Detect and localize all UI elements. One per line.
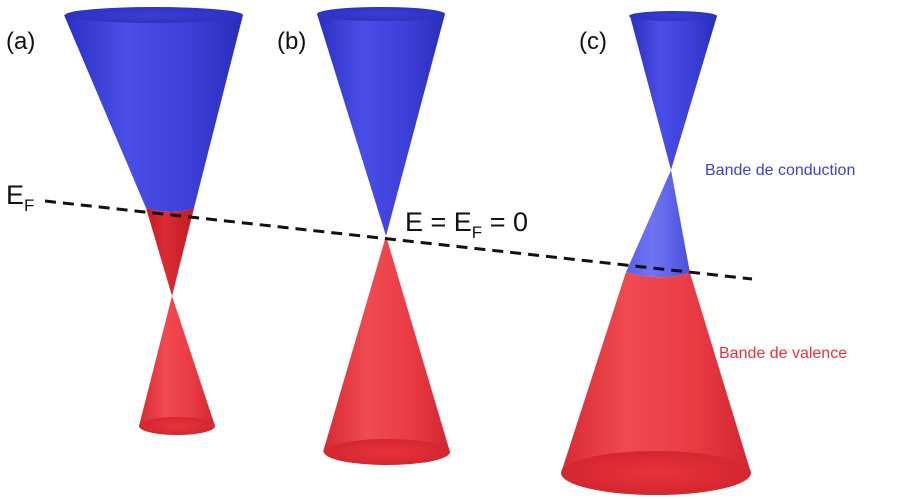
cone-b-valence xyxy=(323,236,450,461)
cone-a-filled-conduction xyxy=(146,208,194,296)
cone-b xyxy=(317,7,450,465)
cone-c-valence xyxy=(561,272,751,489)
panel-label-a: (a) xyxy=(6,28,35,55)
cone-a-valence xyxy=(139,296,215,433)
conduction-band-label: Bande de conduction xyxy=(705,162,855,179)
cone-b-conduction xyxy=(317,14,445,236)
fermi-level-subscript: F xyxy=(24,196,34,215)
fermi-level-symbol: E xyxy=(6,180,24,210)
cone-c-bottom-cap xyxy=(561,451,751,495)
equation-rhs: = 0 xyxy=(482,207,528,237)
cone-a xyxy=(64,7,243,435)
cone-c xyxy=(561,11,751,495)
equation-subscript: F xyxy=(472,223,482,242)
panel-label-c: (c) xyxy=(579,28,607,55)
cone-b-top-cap xyxy=(317,7,445,21)
dirac-point-equation: E = EF = 0 xyxy=(405,207,528,242)
cone-a-top-cap xyxy=(65,7,243,23)
panel-label-b: (b) xyxy=(277,28,306,55)
cone-c-top-cap xyxy=(629,11,717,21)
cone-a-bottom-cap xyxy=(139,417,215,435)
fermi-level-label: EF xyxy=(6,180,34,215)
cone-c-empty-valence xyxy=(626,170,690,278)
cone-b-bottom-cap xyxy=(324,439,450,465)
cone-a-conduction-upper xyxy=(64,15,243,212)
equation-lhs: E = E xyxy=(405,207,472,237)
fermi-level-line xyxy=(44,199,753,281)
valence-band-label: Bande de valence xyxy=(719,345,847,362)
cone-c-conduction-upper xyxy=(630,16,717,170)
